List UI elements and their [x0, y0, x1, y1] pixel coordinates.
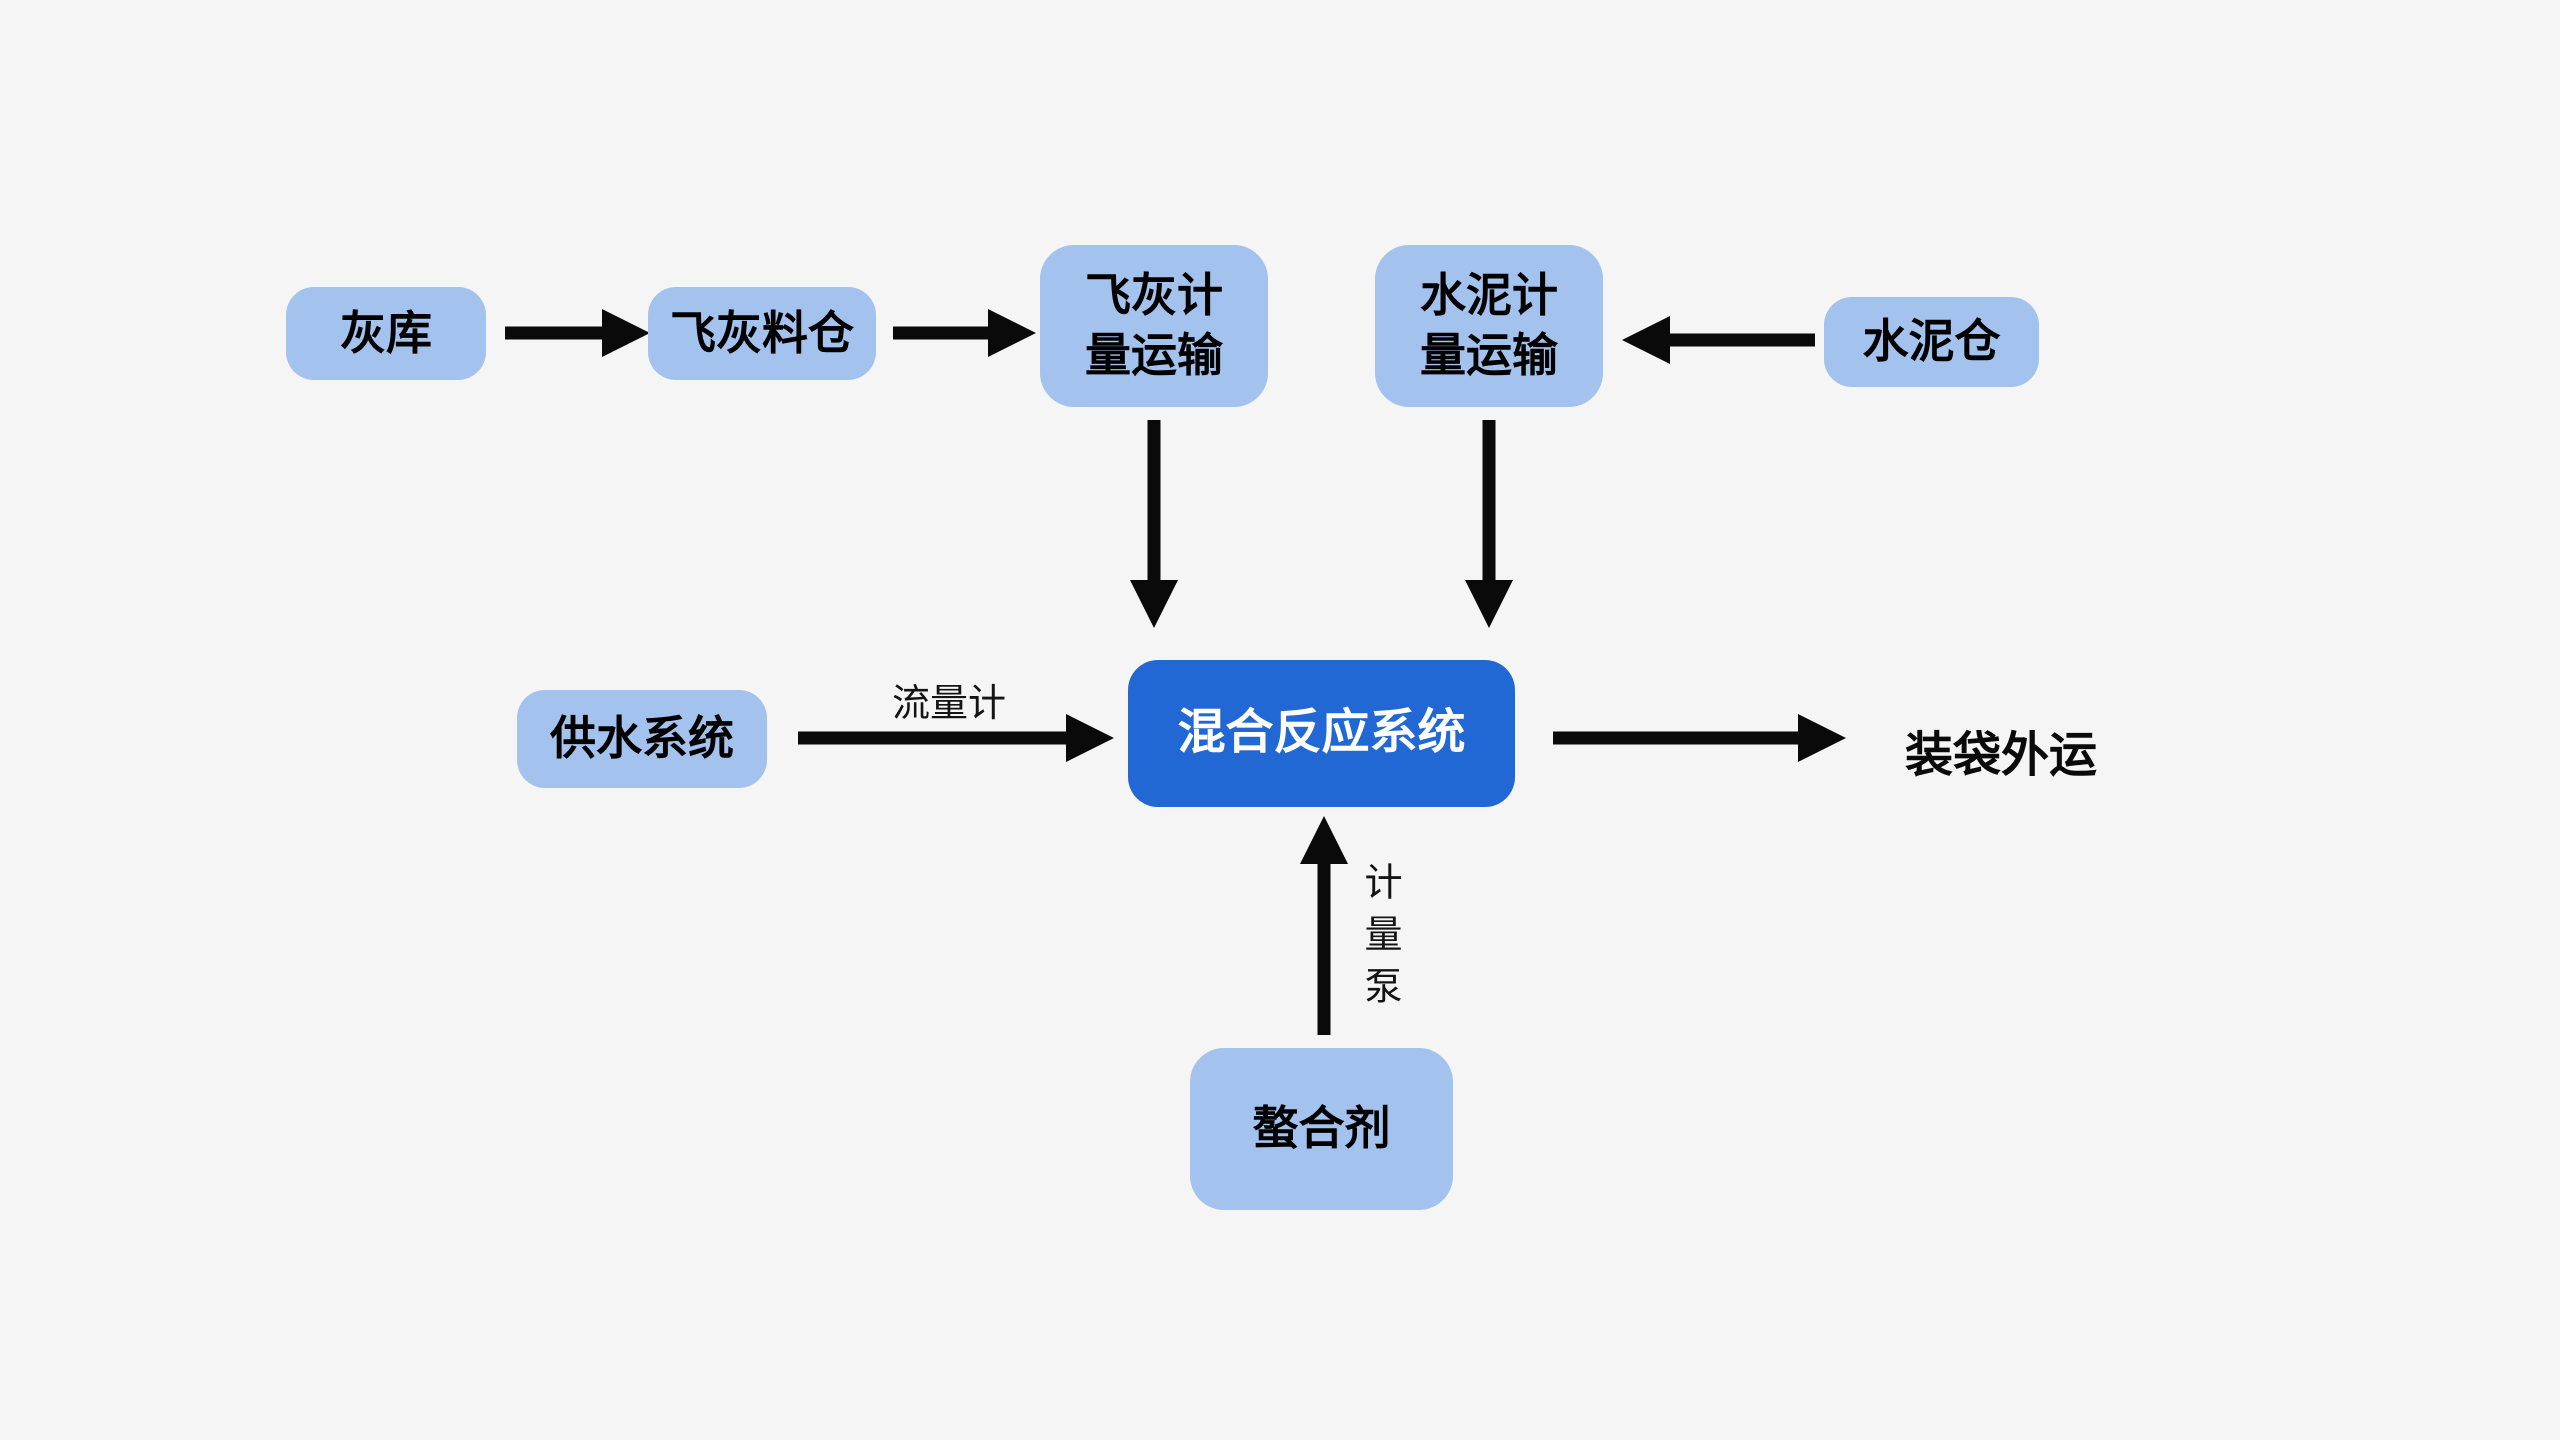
arrow-chelating-to-mixing: [1300, 816, 1348, 1035]
edge-label-flow-meter: 流量计: [892, 683, 1007, 725]
arrow-mixing-to-bagging: [1553, 714, 1846, 762]
arrow-fly-ash-silo-to-metering: [893, 309, 1036, 357]
arrow-ash-to-fly-ash-silo: [505, 309, 650, 357]
arrow-cement-silo-to-metering: [1622, 316, 1815, 364]
node-fly-ash-silo-label: 飞灰料仓: [670, 306, 854, 359]
node-water-supply-label: 供水系统: [550, 712, 734, 765]
node-cement-silo: 水泥仓: [1824, 297, 2039, 387]
arrow-cement-metering-to-mixing: [1465, 420, 1513, 628]
edge-label-metering-pump: 计量泵: [1358, 862, 1400, 1018]
node-cement-silo-label: 水泥仓: [1862, 315, 2001, 368]
node-fly-ash-silo: 飞灰料仓: [648, 287, 876, 380]
text-bagging-outbound: 装袋外运: [1905, 729, 2098, 782]
node-water-supply-system: 供水系统: [517, 690, 767, 788]
arrow-water-to-mixing: [798, 714, 1114, 762]
node-ash-storage-label: 灰库: [340, 306, 432, 359]
node-fly-ash-metering-transport: 飞灰计量运输: [1040, 245, 1268, 407]
node-ash-storage: 灰库: [286, 287, 486, 380]
node-mixing-reaction-system: 混合反应系统: [1128, 660, 1515, 807]
node-fly-ash-metering-label: 飞灰计量运输: [1085, 269, 1223, 381]
node-chelating-agent: 螯合剂: [1190, 1048, 1453, 1210]
node-mixing-reaction-label: 混合反应系统: [1177, 706, 1466, 760]
node-chelating-agent-label: 螯合剂: [1252, 1102, 1391, 1155]
arrow-fly-ash-metering-to-mixing: [1130, 420, 1178, 628]
node-cement-metering-label: 水泥计量运输: [1420, 269, 1558, 381]
node-cement-metering-transport: 水泥计量运输: [1375, 245, 1603, 407]
